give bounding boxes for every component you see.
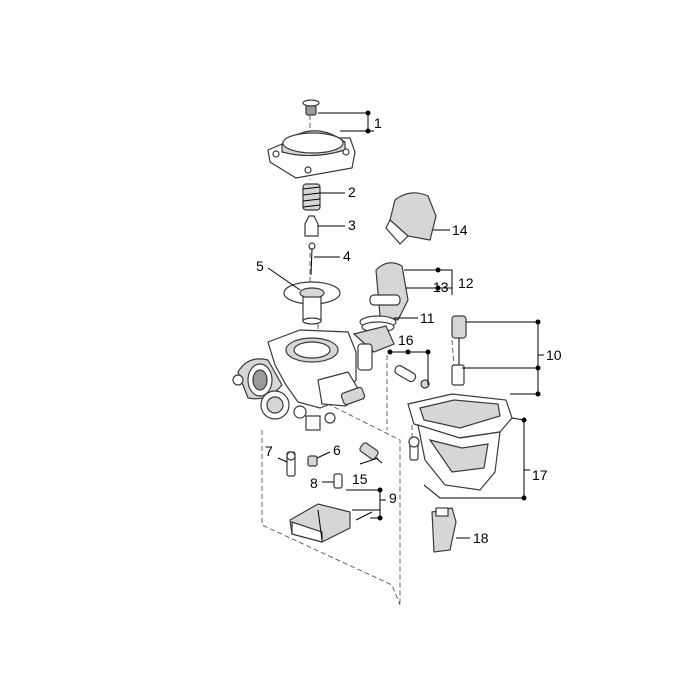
part-8-pilot-jet [333,473,343,489]
part-14-cover [385,192,437,245]
label-part-8: 8 [310,475,318,491]
label-part-16: 16 [398,332,414,348]
label-part-13: 13 [433,279,449,295]
part-7-jet-holder [286,451,296,477]
part-6-main-jet [307,455,318,467]
part-2-spring [302,183,321,211]
callout-leaders [267,110,544,539]
part-9-float [289,503,373,543]
part-18-drain [431,507,457,553]
label-part-12: 12 [458,275,474,291]
label-part-4: 4 [343,248,351,264]
label-part-11: 11 [420,310,435,326]
part-1-diaphragm-cover [267,99,356,179]
part-12-starter [369,262,409,321]
part-3-needle-holder [304,215,319,237]
part-16-hose [394,365,430,389]
part-10-float-valve [451,315,467,386]
label-part-15: 15 [352,471,368,487]
label-part-14: 14 [452,222,468,238]
part-4-needle [308,242,316,276]
part-11-plunger [352,325,395,371]
label-part-17: 17 [532,467,548,483]
label-part-5: 5 [256,258,264,274]
label-part-2: 2 [348,184,356,200]
label-part-7: 7 [265,443,273,459]
part-15-pilot-screw [359,442,383,464]
part-number-labels: 1 2 3 4 5 14 12 13 11 10 16 17 7 6 15 8 … [256,115,562,546]
label-part-3: 3 [348,217,356,233]
label-part-1: 1 [374,115,382,131]
part-5-diaphragm-slide [283,281,341,325]
carburetor-body [232,329,366,431]
label-part-18: 18 [473,530,489,546]
label-part-9: 9 [389,490,397,506]
label-part-6: 6 [333,442,341,458]
part-17-float-bowl [407,393,513,491]
label-part-10: 10 [546,347,562,363]
